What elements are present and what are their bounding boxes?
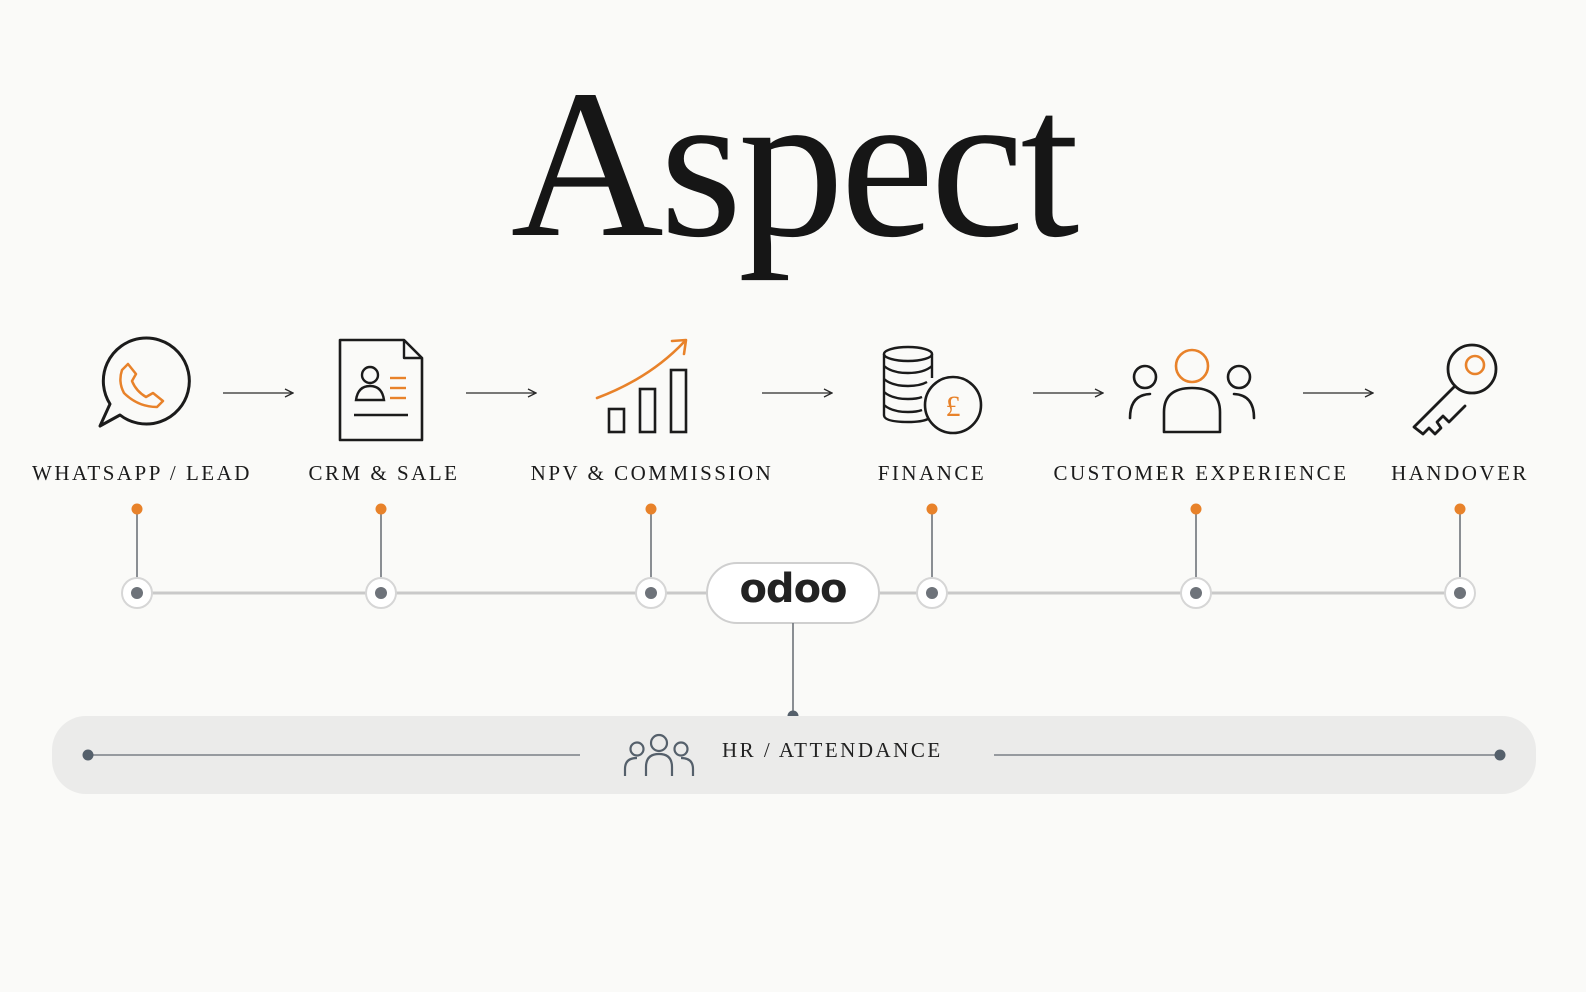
step-accent-dots	[131, 503, 1466, 515]
hr-band-dot-left	[82, 749, 94, 761]
whatsapp-phone-icon	[98, 336, 191, 428]
customers-group-icon	[1128, 348, 1256, 434]
step-connectors	[136, 509, 1461, 584]
odoo-hub-label: odoo	[739, 566, 847, 612]
hr-attendance-band	[52, 716, 1536, 794]
growth-bar-chart-icon	[595, 338, 688, 434]
brand-title: Aspect	[510, 46, 1080, 281]
hr-band-dot-right	[1494, 749, 1506, 761]
step-label-npv-commission: NPV & COMMISSION	[530, 461, 774, 485]
contact-document-icon	[338, 338, 424, 442]
bus-nodes	[121, 577, 1476, 609]
step-label-finance: FINANCE	[877, 461, 987, 485]
hr-attendance-label: HR / ATTENDANCE	[722, 738, 943, 762]
key-icon	[1412, 343, 1498, 436]
step-label-whatsapp-lead: WHATSAPP / LEAD	[32, 461, 252, 485]
step-label-customer-experience: CUSTOMER EXPERIENCE	[1053, 461, 1349, 485]
coins-pound-icon: £	[882, 345, 983, 435]
step-label-crm-sale: CRM & SALE	[308, 461, 460, 485]
step-label-handover: HANDOVER	[1391, 461, 1529, 485]
svg-text:£: £	[946, 390, 961, 423]
team-people-icon	[623, 733, 695, 776]
